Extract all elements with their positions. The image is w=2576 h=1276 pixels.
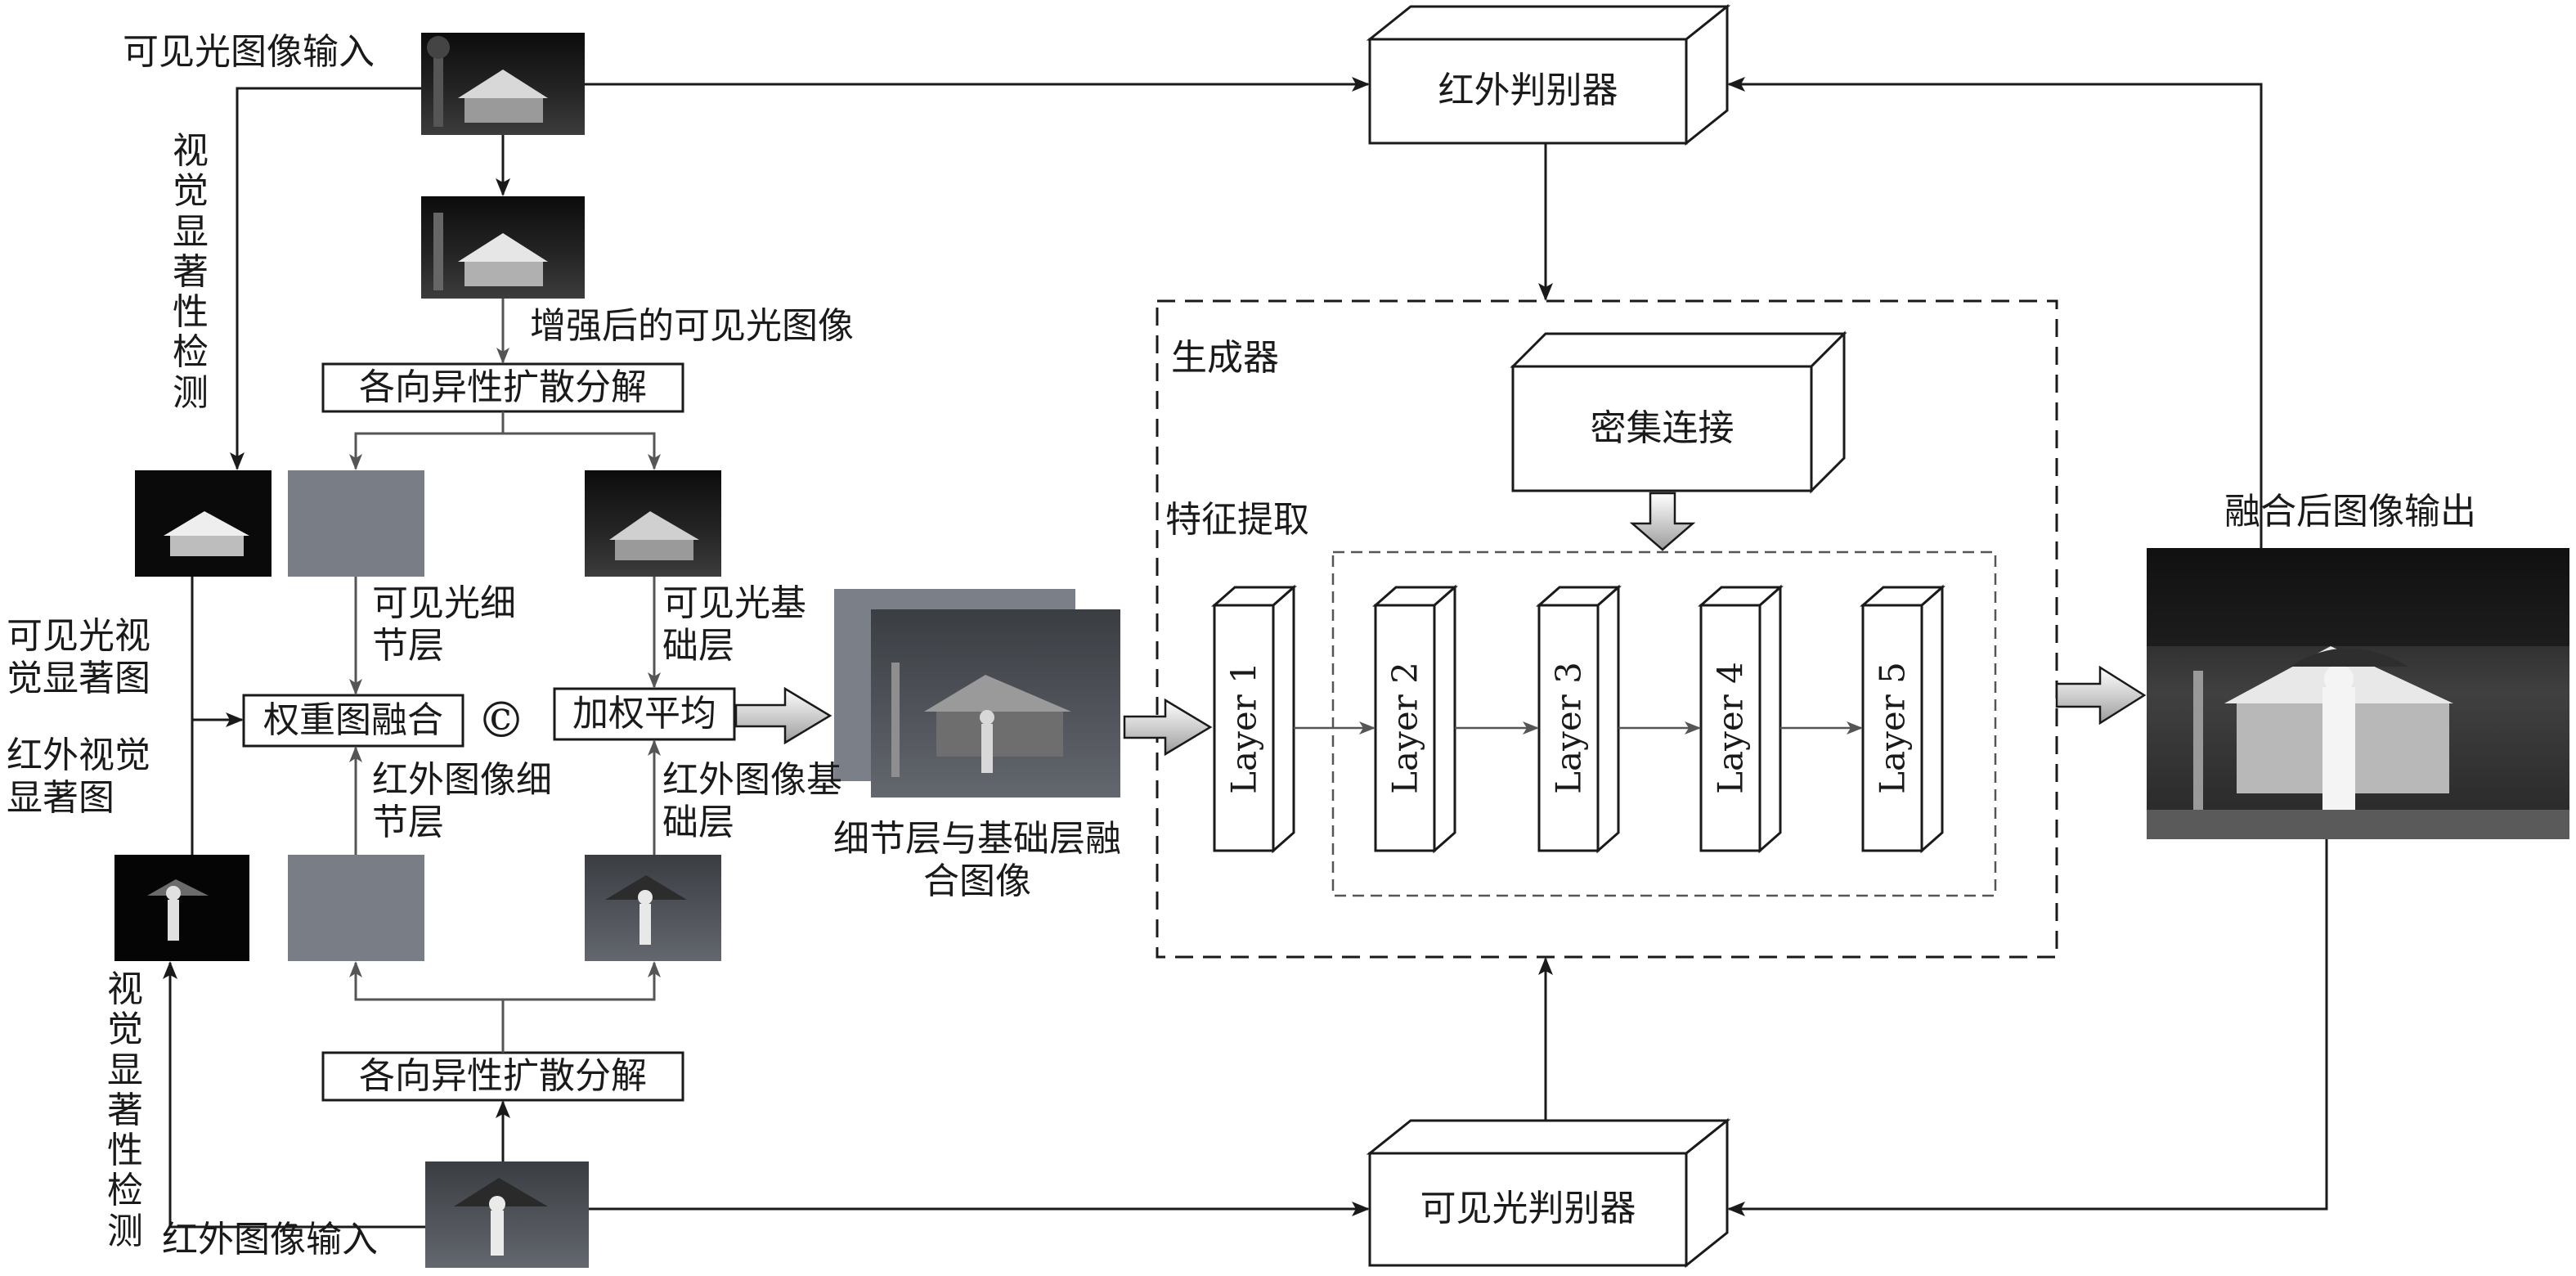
visible-detail-label: 可见光细节层 <box>372 582 516 667</box>
saliency-detect-bottom-label: 视觉显著性检测 <box>107 968 143 1252</box>
layer-label-1: Layer 1 <box>1223 662 1264 794</box>
decomp-top-box <box>321 362 684 413</box>
visible-base-layer-image <box>585 470 721 577</box>
infrared-base-label: 红外图像基础层 <box>662 759 842 843</box>
dense-connection-text: 密集连接 <box>1590 407 1735 449</box>
visible-saliency-map-label: 可见光视觉显著图 <box>7 615 150 699</box>
layer-blocks <box>1211 584 1945 854</box>
generator-title: 生成器 <box>1171 337 1279 379</box>
visible-input-label: 可见光图像输入 <box>123 31 375 73</box>
infrared-base-layer-image <box>585 855 721 961</box>
infrared-detail-layer-image <box>288 855 424 961</box>
layer-block-1 <box>1211 584 1297 854</box>
visible-discriminator-text: 可见光判别器 <box>1420 1188 1636 1230</box>
main-arrows <box>163 77 2328 1229</box>
weighted-average-text: 加权平均 <box>572 692 716 735</box>
infrared-input-image <box>425 1161 589 1268</box>
enhanced-visible-label: 增强后的可见光图像 <box>530 305 854 347</box>
dense-connection-box <box>1510 330 1847 494</box>
feature-extraction-title: 特征提取 <box>1165 499 1309 541</box>
enhanced-visible-image <box>421 196 585 299</box>
saliency-detect-top-label: 视觉显著性检测 <box>173 130 209 414</box>
infrared-saliency-map-label: 红外视觉显著图 <box>7 735 150 819</box>
infrared-discriminator-text: 红外判别器 <box>1438 70 1618 112</box>
infrared-discriminator-box <box>1366 3 1731 146</box>
weighted-average-box <box>553 687 736 741</box>
layer-label-2: Layer 2 <box>1384 662 1425 794</box>
visible-base-label: 可见光基础层 <box>662 582 806 667</box>
layer-block-3 <box>1536 584 1622 854</box>
visible-detail-layer-image <box>288 470 424 577</box>
layer-block-5 <box>1860 584 1945 854</box>
decomp-top-text: 各向异性扩散分解 <box>359 366 647 408</box>
decomp-bottom-text: 各向异性扩散分解 <box>359 1054 647 1097</box>
layer-block-2 <box>1372 584 1458 854</box>
copyright-symbol: © <box>477 692 526 749</box>
layer-label-5: Layer 5 <box>1872 662 1913 794</box>
fused-output-image <box>2147 548 2569 839</box>
gray-arrows <box>349 299 661 1053</box>
layer-label-3: Layer 3 <box>1548 662 1589 794</box>
decomp-bottom-box <box>321 1051 684 1102</box>
weight-map-text: 权重图融合 <box>263 699 443 741</box>
visible-discriminator-box <box>1366 1117 1731 1269</box>
feature-extraction-region <box>1331 550 1997 897</box>
detail-base-fused-image <box>834 589 1120 798</box>
hollow-arrows <box>734 492 2147 757</box>
layer-label-4: Layer 4 <box>1710 662 1751 794</box>
layer-block-4 <box>1698 584 1784 854</box>
visible-saliency-map-image <box>135 470 272 577</box>
visible-input-image <box>421 33 585 135</box>
infrared-input-label: 红外图像输入 <box>162 1219 378 1260</box>
generator-region <box>1156 299 2058 959</box>
infrared-detail-label: 红外图像细节层 <box>372 759 552 843</box>
fused-output-label: 融合后图像输出 <box>2224 491 2476 532</box>
fused-image-caption: 细节层与基础层融合图像 <box>833 818 1121 902</box>
infrared-saliency-map-image <box>114 855 249 961</box>
